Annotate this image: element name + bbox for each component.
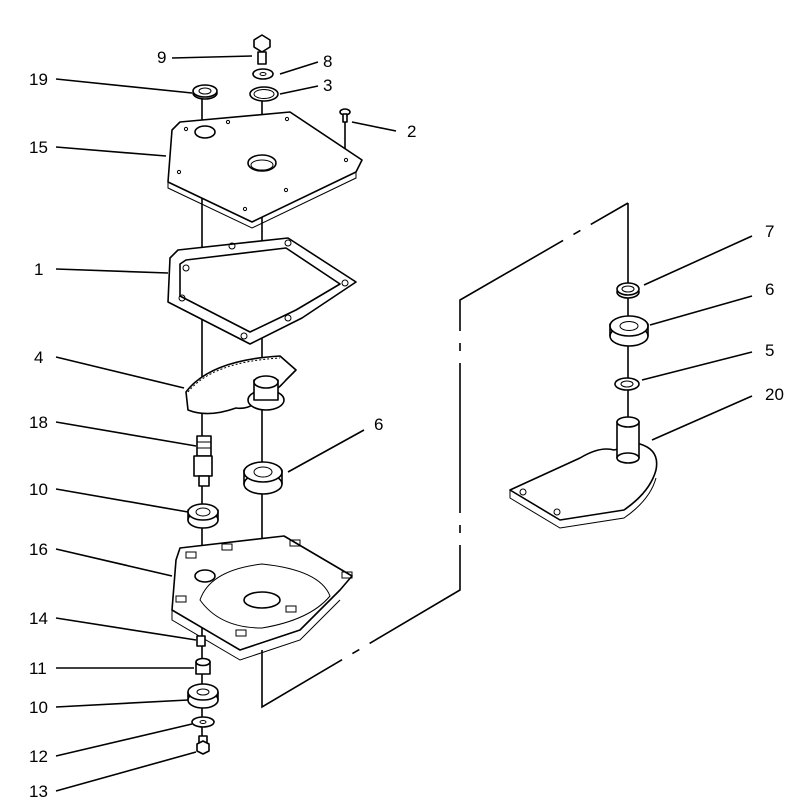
callout-labels: 9 8 3 19 2 15 1 4 18 6 10 16 14 11 10 12… [29,48,784,801]
washer-part-8 [252,68,274,80]
arm-part-20 [509,416,658,529]
callout-10a: 10 [29,480,48,499]
callout-6a: 6 [374,415,383,434]
callout-20: 20 [765,385,784,404]
bearing-part-10-upper [187,503,219,529]
callout-3: 3 [323,76,332,95]
callout-19: 19 [29,70,48,89]
sector-gear-part-4 [185,355,297,415]
washer-part-5 [614,377,640,391]
callout-13: 13 [29,782,48,801]
callout-15: 15 [29,138,48,157]
callout-10b: 10 [29,698,48,717]
o-ring-part-3 [249,86,279,102]
housing-part-16 [171,535,353,661]
leader-lines [55,55,753,792]
phantom-connector-line [261,202,629,709]
pinion-shaft-part-18 [193,435,213,487]
seal-part-19 [192,84,218,100]
screw-part-2 [339,108,351,123]
gasket-part-1 [167,237,357,345]
callout-9: 9 [157,48,166,67]
callout-14: 14 [29,609,48,628]
callout-8: 8 [323,52,332,71]
callout-7: 7 [765,222,774,241]
cover-plate-part-15 [167,111,363,229]
callout-16: 16 [29,540,48,559]
bearing-part-6-left [243,461,283,495]
bolt-part-9 [253,34,271,65]
callout-18: 18 [29,413,48,432]
callout-12: 12 [29,747,48,766]
callout-2: 2 [407,122,416,141]
callout-5: 5 [765,341,774,360]
bushing-part-11 [195,657,211,675]
bolt-part-13 [196,735,210,755]
bearing-part-6-right [609,315,649,347]
washer-part-12 [191,716,215,728]
seal-part-7 [616,282,640,299]
bearing-part-10-lower [187,683,219,709]
callout-1: 1 [34,260,43,279]
callout-11: 11 [29,659,47,678]
fitting-part-14 [196,635,206,647]
callout-6b: 6 [765,280,774,299]
callout-4: 4 [34,348,43,367]
